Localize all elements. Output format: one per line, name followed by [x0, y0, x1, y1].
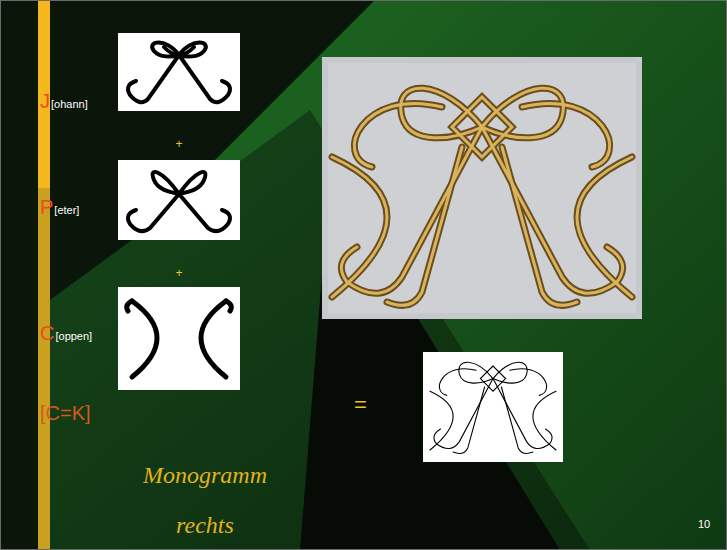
equivalence-note: [C=K]	[40, 402, 91, 425]
gold-bar-lower	[38, 188, 50, 550]
gold-bar	[38, 0, 50, 188]
plus-sign: +	[175, 137, 182, 151]
caption: Monogramm rechts	[130, 450, 280, 550]
letter-c-image	[118, 287, 240, 390]
name-rest: [oppen]	[55, 330, 92, 342]
letter-p-image	[118, 160, 240, 240]
initial-letter: J	[40, 90, 50, 113]
letter-j-image	[118, 33, 240, 111]
green-band	[50, 110, 590, 550]
combined-monogram	[423, 352, 563, 462]
monogram-photo	[322, 57, 642, 319]
equals-sign: =	[354, 392, 367, 418]
name-rest: [ohann]	[51, 98, 88, 110]
initial-letter: P	[40, 196, 53, 219]
slide-number: 10	[698, 518, 710, 530]
name-rest: [eter]	[54, 204, 79, 216]
plus-sign: +	[175, 266, 182, 280]
initial-letter: C	[40, 322, 54, 345]
